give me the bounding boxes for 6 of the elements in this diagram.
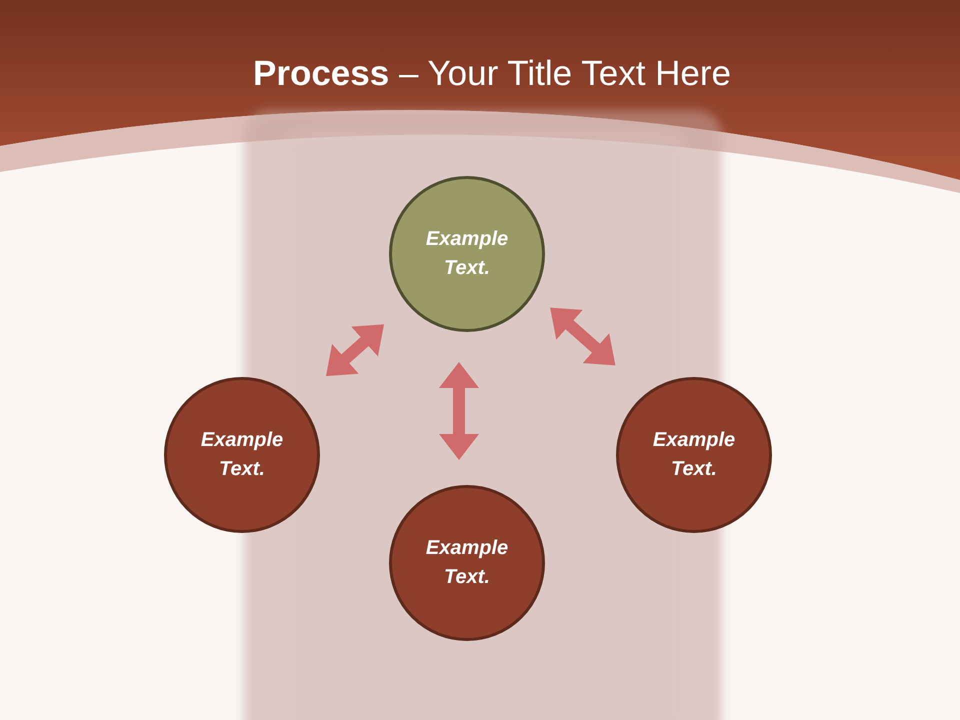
circle-label: Example Text.: [200, 428, 284, 482]
circle-label: Example Text.: [652, 428, 736, 482]
slide-title: Process – Your Title Text Here: [252, 53, 732, 95]
double-arrow: [439, 362, 479, 460]
circle-label: Example Text.: [424, 227, 510, 281]
circle-label: Example Text.: [424, 536, 510, 590]
